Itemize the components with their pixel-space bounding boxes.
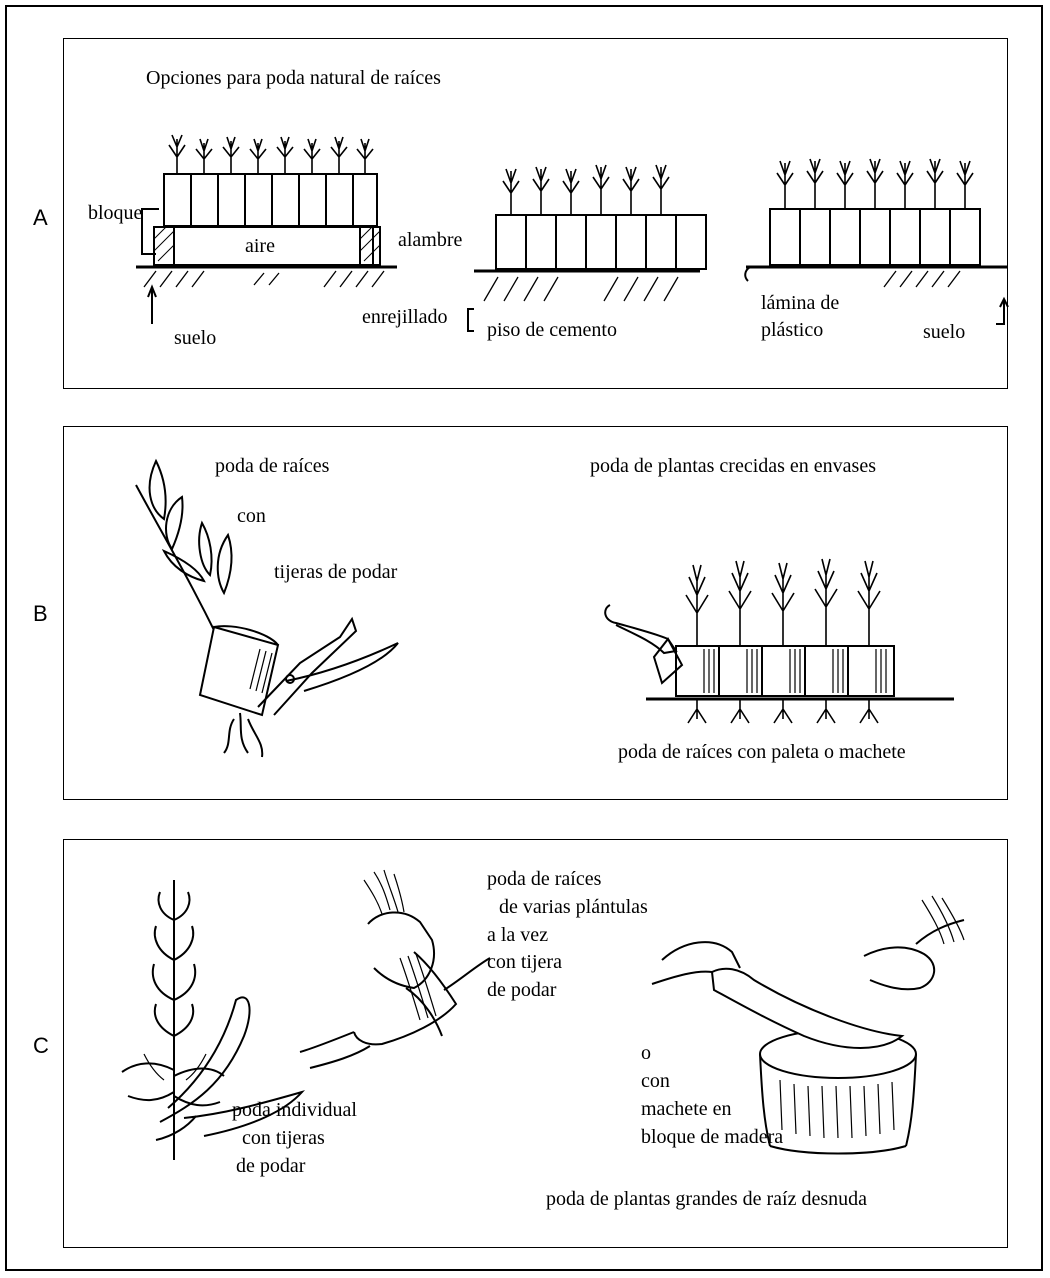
label-con: con: [237, 505, 266, 527]
panel-c: poda de raíces de varias plántulas a la …: [63, 839, 1008, 1248]
label-varias-2: de varias plántulas: [499, 896, 648, 918]
panel-a-letter: A: [33, 205, 48, 231]
label-machete-1: con: [641, 1070, 670, 1092]
label-varias-1: poda de raíces: [487, 868, 601, 890]
label-varias-3: a la vez: [487, 924, 548, 946]
label-plantas-grandes: poda de plantas grandes de raíz desnuda: [546, 1188, 867, 1210]
label-piso-cemento: piso de cemento: [487, 319, 617, 341]
panel-a: Opciones para poda natural de raíces: [63, 38, 1008, 389]
label-tijeras-podar: tijeras de podar: [274, 561, 397, 583]
label-machete-3: bloque de madera: [641, 1126, 783, 1148]
figure-frame: A Opciones para poda natural de raíces: [5, 5, 1043, 1271]
label-lamina-2: plástico: [761, 319, 823, 341]
label-plantas-envases: poda de plantas crecidas en envases: [590, 455, 876, 477]
label-individual-1: poda individual: [232, 1099, 357, 1121]
label-individual-3: de podar: [236, 1155, 305, 1177]
label-bloque: bloque: [88, 202, 142, 224]
label-individual-2: con tijeras: [242, 1127, 325, 1149]
label-suelo-right: suelo: [923, 321, 965, 343]
label-machete-2: machete en: [641, 1098, 732, 1120]
label-alambre: alambre: [398, 229, 462, 251]
label-paleta-machete: poda de raíces con paleta o machete: [618, 741, 906, 763]
label-varias-5: de podar: [487, 979, 556, 1001]
label-o: o: [641, 1042, 651, 1064]
panel-b-letter: B: [33, 601, 48, 627]
panel-c-letter: C: [33, 1033, 49, 1059]
label-enrejillado: enrejillado: [362, 306, 448, 328]
label-varias-4: con tijera: [487, 951, 562, 973]
label-suelo-left: suelo: [174, 327, 216, 349]
panel-b: poda de raíces con tijeras de podar poda…: [63, 426, 1008, 800]
label-poda-raices: poda de raíces: [215, 455, 329, 477]
label-lamina-1: lámina de: [761, 292, 839, 314]
label-aire: aire: [245, 235, 275, 257]
